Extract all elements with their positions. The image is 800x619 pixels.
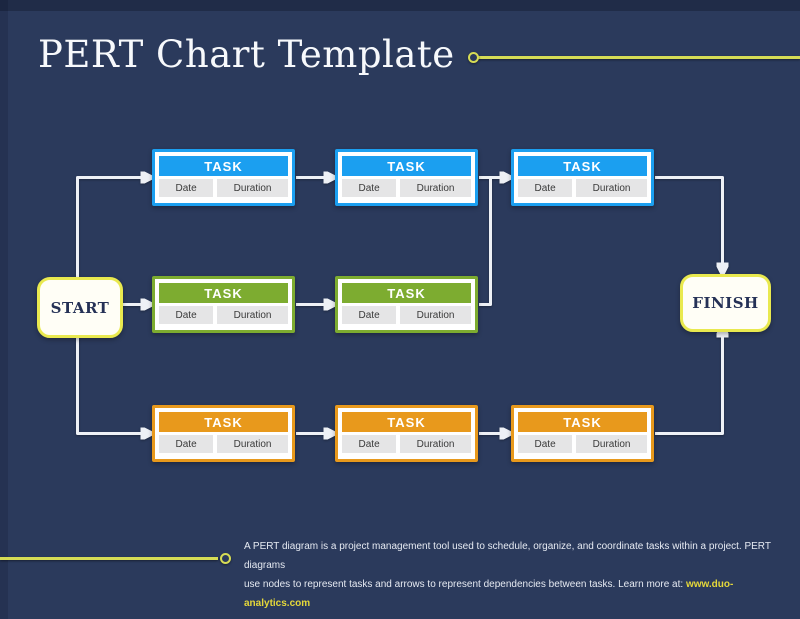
footer-line-ring-icon — [220, 553, 231, 564]
task-duration-cell[interactable]: Duration — [217, 306, 288, 324]
task-node-orange-1[interactable]: TASK Date Duration — [152, 405, 295, 462]
footer-description: A PERT diagram is a project management t… — [244, 537, 789, 613]
start-node[interactable]: START — [37, 277, 123, 338]
task-node-blue-2[interactable]: TASK Date Duration — [335, 149, 478, 206]
connector-orange3-to-finish — [655, 329, 723, 435]
task-duration-cell[interactable]: Duration — [400, 179, 471, 197]
connector-start-to-blue1 — [76, 178, 150, 277]
task-title: TASK — [342, 283, 471, 303]
task-date-cell[interactable]: Date — [159, 179, 214, 197]
task-date-cell[interactable]: Date — [518, 179, 573, 197]
task-date-cell[interactable]: Date — [342, 179, 397, 197]
task-node-blue-1[interactable]: TASK Date Duration — [152, 149, 295, 206]
frame-shadow-left — [0, 0, 8, 619]
task-duration-cell[interactable]: Duration — [400, 435, 471, 453]
page-title: PERT Chart Template — [38, 33, 455, 76]
connector-start-to-orange1 — [76, 332, 150, 434]
task-node-blue-3[interactable]: TASK Date Duration — [511, 149, 654, 206]
task-duration-cell[interactable]: Duration — [217, 435, 288, 453]
task-title: TASK — [159, 156, 288, 176]
connector-blue3-to-finish — [655, 176, 723, 272]
task-date-cell[interactable]: Date — [342, 306, 397, 324]
footer-website-link[interactable]: www.duo-analytics.com — [244, 579, 734, 609]
task-title: TASK — [518, 156, 647, 176]
footer-line1: A PERT diagram is a project management t… — [244, 541, 771, 571]
task-date-cell[interactable]: Date — [518, 435, 573, 453]
footer-decorative-line — [0, 557, 218, 560]
task-title: TASK — [518, 412, 647, 432]
finish-label: FINISH — [692, 294, 759, 312]
task-date-cell[interactable]: Date — [159, 435, 214, 453]
task-date-cell[interactable]: Date — [159, 306, 214, 324]
footer-line2: use nodes to represent tasks and arrows … — [244, 579, 684, 590]
task-node-orange-2[interactable]: TASK Date Duration — [335, 405, 478, 462]
title-line-ring-icon — [468, 52, 479, 63]
task-duration-cell[interactable]: Duration — [217, 179, 288, 197]
task-title: TASK — [342, 412, 471, 432]
title-decorative-line — [478, 56, 800, 59]
task-duration-cell[interactable]: Duration — [400, 306, 471, 324]
task-duration-cell[interactable]: Duration — [576, 435, 647, 453]
task-title: TASK — [159, 412, 288, 432]
task-node-orange-3[interactable]: TASK Date Duration — [511, 405, 654, 462]
connector-green2-to-blue3 — [479, 177, 492, 306]
task-node-green-1[interactable]: TASK Date Duration — [152, 276, 295, 333]
start-label: START — [50, 298, 110, 317]
task-title: TASK — [342, 156, 471, 176]
task-duration-cell[interactable]: Duration — [576, 179, 647, 197]
task-date-cell[interactable]: Date — [342, 435, 397, 453]
task-title: TASK — [159, 283, 288, 303]
finish-node[interactable]: FINISH — [680, 274, 771, 332]
task-node-green-2[interactable]: TASK Date Duration — [335, 276, 478, 333]
frame-shadow-top — [0, 0, 800, 11]
